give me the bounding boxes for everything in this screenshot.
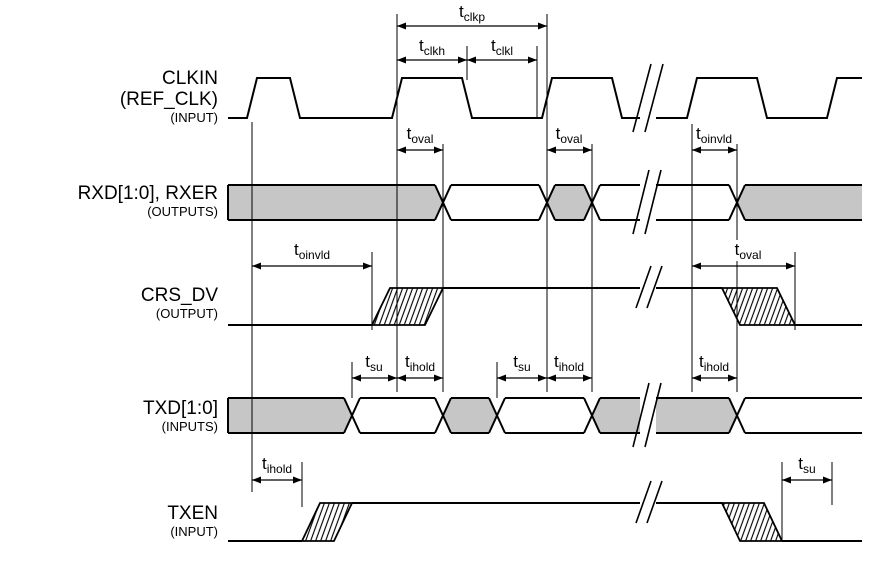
param-subscript: oval — [739, 248, 762, 262]
txd-break — [632, 382, 662, 448]
param-subscript: su — [370, 360, 383, 374]
param-prefix: t — [418, 36, 424, 55]
txen-break — [635, 480, 663, 524]
timing-label-t-oval-rxd-2: toval — [554, 124, 584, 146]
signal-name: CLKIN — [162, 68, 218, 89]
timing-label-t-oval-crs: toval — [733, 240, 763, 262]
signal-name: CRS_DV — [140, 285, 218, 306]
timing-label-t-su-txd-2: tsu — [512, 352, 532, 374]
param-prefix: t — [490, 36, 496, 55]
param-subscript: oinvld — [700, 132, 733, 146]
param-subscript: ihold — [266, 462, 293, 476]
break-marks — [632, 63, 664, 524]
rxd-crossovers — [434, 184, 746, 221]
txd-crossovers — [343, 397, 746, 434]
param-prefix: t — [555, 124, 561, 143]
signal-label-clkin: CLKIN (REF_CLK) (INPUT) — [0, 68, 218, 125]
param-subscript: clkh — [423, 44, 446, 58]
signal-label-txd: TXD[1:0] (INPUTS) — [0, 398, 218, 434]
crs-dv-fall-transition — [720, 287, 797, 326]
param-prefix: t — [365, 352, 371, 371]
signal-name: RXD[1:0], RXER — [77, 183, 218, 204]
param-prefix: t — [798, 454, 804, 473]
param-subscript: oval — [411, 132, 434, 146]
dimension-arrows — [252, 22, 832, 484]
param-prefix: t — [734, 240, 740, 259]
crs-dv-rise-transition — [370, 287, 445, 326]
param-prefix: t — [406, 124, 412, 143]
timing-label-t-oinvld-crs: toinvld — [292, 240, 332, 262]
param-subscript: ihold — [409, 360, 436, 374]
clkin-break — [632, 63, 664, 133]
param-subscript: su — [803, 462, 816, 476]
signal-label-crs-dv: CRS_DV (OUTPUT) — [0, 285, 218, 321]
param-prefix: t — [695, 124, 701, 143]
timing-label-t-oinvld-rxd: toinvld — [694, 124, 734, 146]
signal-direction: (OUTPUTS) — [147, 204, 218, 219]
clkin-waveform — [228, 77, 862, 119]
param-prefix: t — [293, 240, 299, 259]
signal-direction: (INPUT) — [170, 524, 218, 539]
signal-alias: (REF_CLK) — [119, 89, 218, 110]
reference-lines — [251, 14, 833, 541]
param-subscript: clkl — [495, 44, 514, 58]
rxd-break — [632, 169, 662, 235]
signal-direction: (OUTPUT) — [155, 306, 218, 321]
timing-label-t-ihold-txd-1: tihold — [403, 352, 437, 374]
param-prefix: t — [553, 352, 559, 371]
timing-label-t-clkp: tclkp — [457, 2, 487, 24]
txen-waveform — [228, 502, 862, 542]
param-subscript: clkp — [463, 10, 486, 24]
signal-label-rxd: RXD[1:0], RXER (OUTPUTS) — [0, 183, 218, 219]
signal-label-txen: TXEN (INPUT) — [0, 503, 218, 539]
txen-rise-transition — [300, 502, 354, 542]
crs-dv-break — [635, 265, 663, 309]
param-subscript: su — [518, 360, 531, 374]
param-subscript: ihold — [703, 360, 730, 374]
signal-name: TXD[1:0] — [143, 398, 218, 419]
param-prefix: t — [513, 352, 519, 371]
crs-dv-waveform — [228, 287, 862, 326]
txen-fall-transition — [720, 502, 784, 542]
param-subscript: oinvld — [298, 248, 331, 262]
timing-label-t-oval-rxd-1: toval — [405, 124, 435, 146]
txd-bus-fills — [228, 398, 737, 433]
timing-label-t-su-txen: tsu — [797, 454, 817, 476]
param-prefix: t — [458, 2, 464, 21]
param-subscript: oval — [560, 132, 583, 146]
timing-label-t-clkl: tclkl — [489, 36, 515, 58]
timing-label-t-ihold-txd-2: tihold — [552, 352, 586, 374]
param-prefix: t — [404, 352, 410, 371]
signal-name: TXEN — [167, 503, 218, 524]
param-prefix: t — [261, 454, 267, 473]
signal-direction: (INPUT) — [170, 110, 218, 125]
param-subscript: ihold — [558, 360, 585, 374]
signal-direction: (INPUTS) — [161, 419, 218, 434]
rxd-bus-fills — [228, 185, 862, 220]
timing-label-t-su-txd-1: tsu — [364, 352, 384, 374]
rxd-bus-waveform — [227, 184, 862, 221]
timing-label-t-clkh: tclkh — [417, 36, 447, 58]
timing-label-t-ihold-txd-3: tihold — [697, 352, 731, 374]
param-prefix: t — [698, 352, 704, 371]
txd-bus-waveform — [227, 397, 862, 434]
timing-label-t-ihold-txen: tihold — [260, 454, 294, 476]
